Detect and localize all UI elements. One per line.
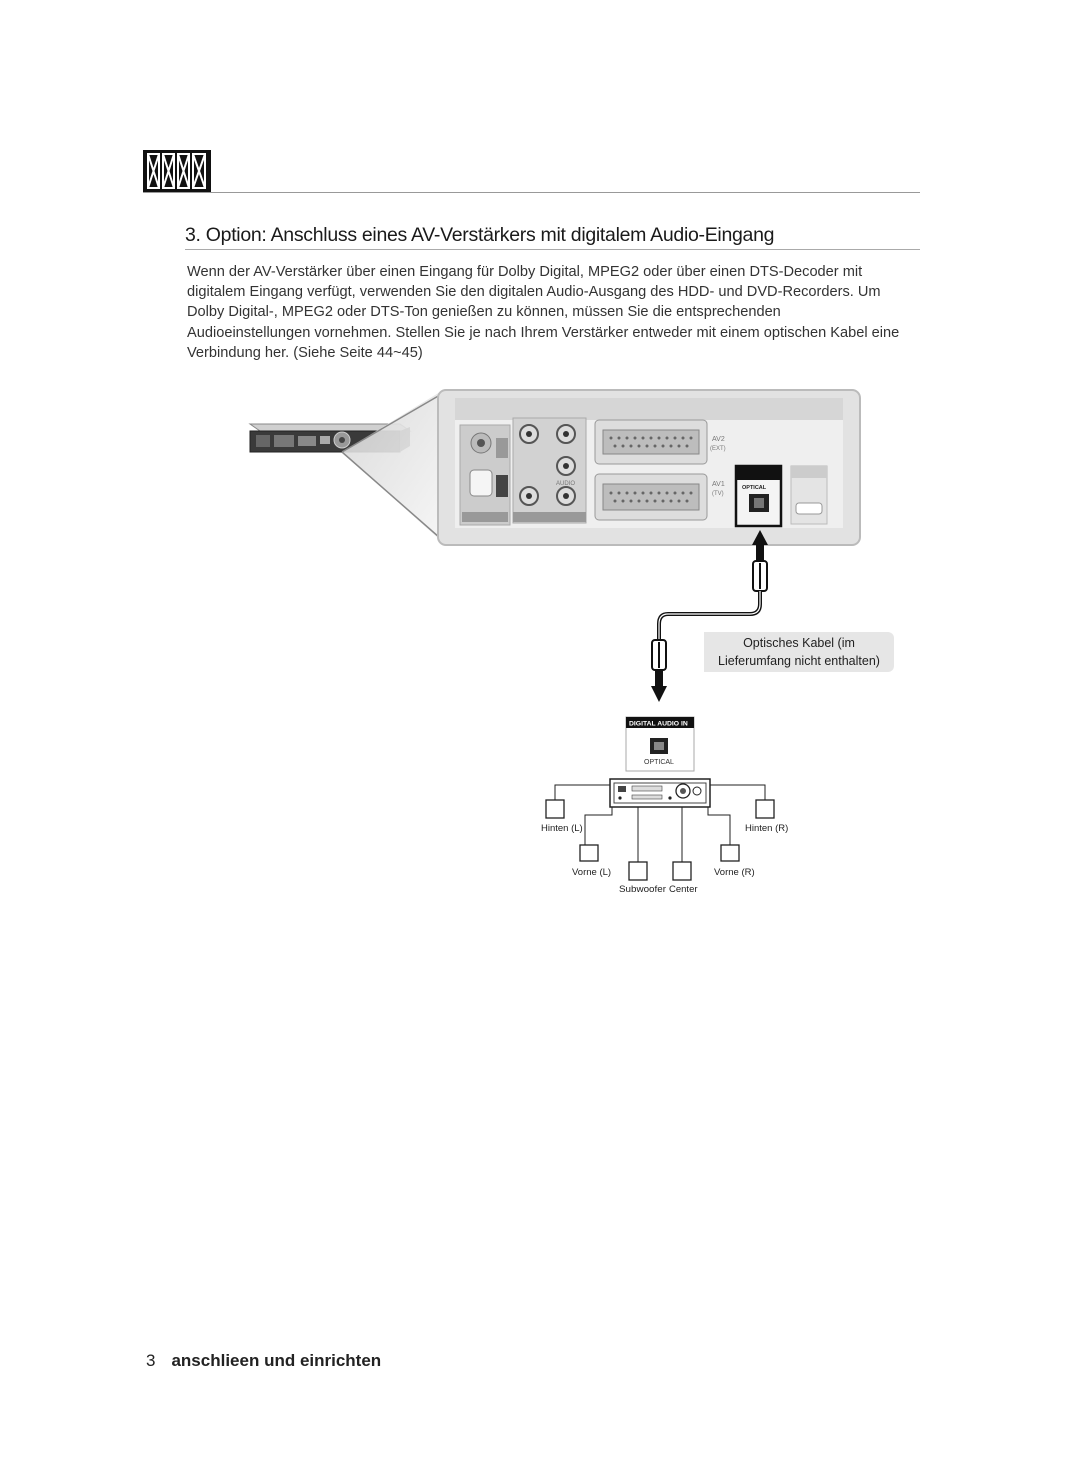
body-line: Wenn der AV-Verstärker über einen Eingan… xyxy=(187,264,863,280)
cable-label-line: Lieferumfang nicht enthalten) xyxy=(718,654,880,668)
body-line: Verbindung her. (Siehe Seite 44~45) xyxy=(187,344,423,361)
speakers xyxy=(545,799,775,881)
body-line: Dolby Digital-, MPEG2 oder DTS-Ton genie… xyxy=(187,304,781,321)
amp-optical-input: DIGITAL AUDIO IN OPTICAL xyxy=(625,716,695,772)
label-rear-right: Hinten (R) xyxy=(745,823,788,834)
av2-label: AV2 xyxy=(712,436,725,443)
chapter-marker-glyph xyxy=(143,150,211,192)
tv-label: (TV) xyxy=(712,491,724,497)
body-line: Audioeinstellungen vornehmen. Stellen Si… xyxy=(187,324,900,341)
label-center: Center xyxy=(669,884,698,895)
label-front-right: Vorne (R) xyxy=(714,867,755,878)
speaker-subwoofer xyxy=(628,861,648,881)
speaker-rear-left xyxy=(545,799,565,819)
speaker-rear-right xyxy=(755,799,775,819)
digital-audio-in-label: DIGITAL AUDIO IN xyxy=(629,721,688,728)
footer-section-name: anschlieen und einrichten xyxy=(171,1351,382,1370)
rear-panel: AUDIO AV2 (EXT) AV1 (TV) OPTICAL xyxy=(437,389,861,546)
optical-port-label: OPTICAL xyxy=(742,485,767,491)
section-title: 3. Option: Anschluss eines AV-Verstärker… xyxy=(185,224,775,246)
label-subwoofer: Subwoofer xyxy=(619,884,666,895)
title-rule xyxy=(185,249,920,250)
amp-optical-label: OPTICAL xyxy=(644,759,674,766)
speaker-wiring xyxy=(554,784,766,862)
av1-label: AV1 xyxy=(712,481,725,488)
body-line: digitalem Eingang verfügt, verwenden Sie… xyxy=(187,284,881,301)
speaker-front-left xyxy=(579,844,599,862)
audio-label: AUDIO xyxy=(556,481,575,487)
header-rule xyxy=(143,192,920,193)
optical-cable xyxy=(651,530,768,702)
page-footer: 3 anschlieen und einrichten xyxy=(146,1351,381,1371)
av-receiver xyxy=(609,778,711,808)
speaker-front-right xyxy=(720,844,740,862)
speaker-center xyxy=(672,861,692,881)
page-number: 3 xyxy=(146,1351,156,1370)
zoom-wedge xyxy=(342,392,440,540)
cable-label-line: Optisches Kabel (im xyxy=(743,636,855,650)
label-rear-left: Hinten (L) xyxy=(541,823,583,834)
ext-label: (EXT) xyxy=(710,446,726,452)
label-front-left: Vorne (L) xyxy=(572,867,611,878)
cable-label: Optisches Kabel (im Lieferumfang nicht e… xyxy=(704,632,894,672)
body-paragraph: Wenn der AV-Verstärker über einen Eingan… xyxy=(187,262,927,363)
